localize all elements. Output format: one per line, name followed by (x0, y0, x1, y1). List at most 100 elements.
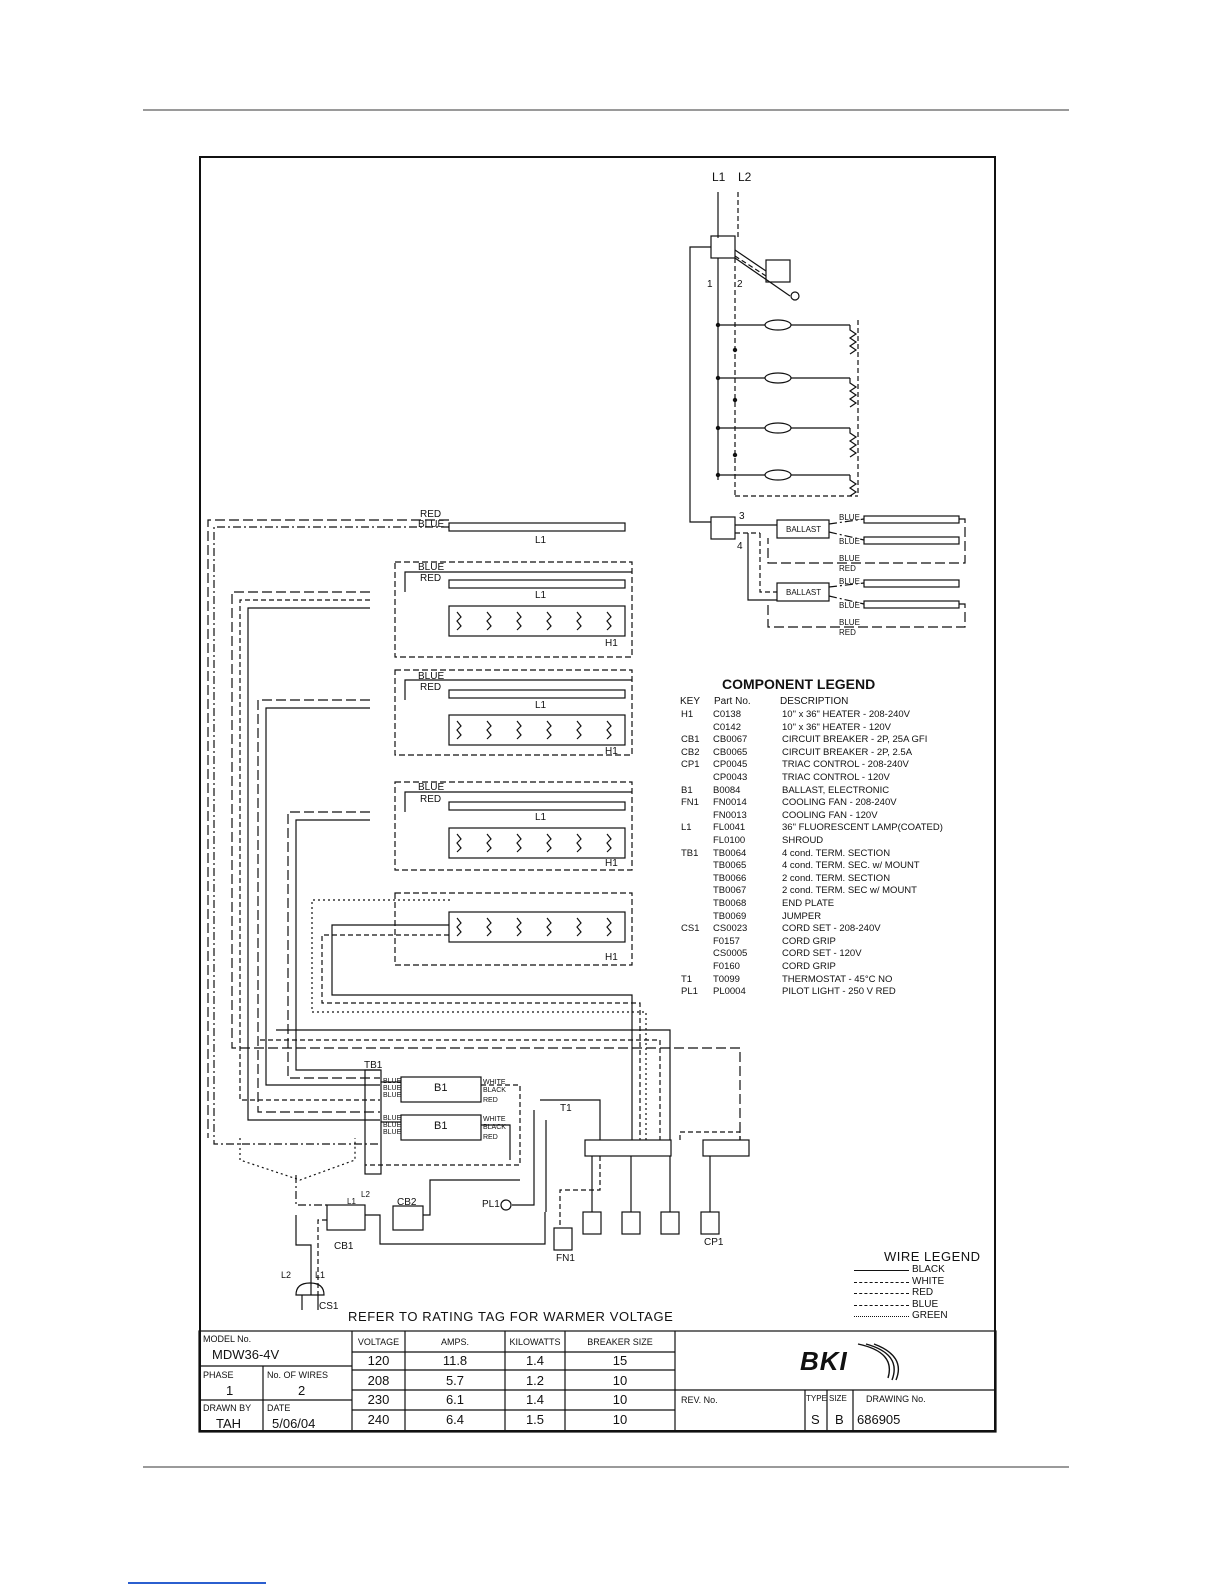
b1-upper-tag-red: RED (483, 1097, 498, 1104)
ballast-upper (776, 519, 830, 539)
lower-switch (710, 516, 736, 540)
shroud-1-wire-blue: BLUE (418, 562, 445, 573)
tb1-label: TB1 (364, 1060, 383, 1071)
wire-style-sample (854, 1293, 909, 1294)
b1-lower-tag-blue-2: BLUE (383, 1122, 402, 1129)
legend-description: TRIAC CONTROL - 208-240V (782, 759, 909, 771)
b1-lower-tag-blue-3: BLUE (383, 1129, 402, 1136)
b1-upper-tag-black: BLACK (483, 1087, 506, 1094)
right-tube-1 (863, 515, 960, 524)
bki-logo: BKI (800, 1346, 848, 1376)
ballast-upper-label: BALLAST (786, 525, 822, 534)
b1-lower-tag-black: BLACK (483, 1124, 506, 1131)
ballast-b1-upper (400, 1076, 482, 1103)
cb2-label: CB2 (397, 1197, 417, 1208)
date-value: 5/06/04 (272, 1416, 316, 1431)
rating-header: BREAKER SIZE (587, 1337, 653, 1347)
legend-description: SHROUD (782, 835, 824, 846)
legend-part: TB0069 (713, 910, 747, 922)
rating-cell: 1.4 (525, 1353, 545, 1368)
model-value: MDW36-4V (212, 1347, 280, 1362)
breaker-cb1 (326, 1204, 366, 1231)
wires-label: No. OF WIRES (267, 1370, 329, 1380)
heater-shroud-3 (394, 781, 633, 871)
legend-part: F0157 (713, 935, 740, 947)
rating-cell: 230 (367, 1392, 390, 1407)
phase-label: PHASE (203, 1370, 234, 1380)
top-lamp-wire-red: RED (420, 509, 442, 520)
upper-switch (710, 235, 736, 259)
legend-description: 4 cond. TERM. SEC. w/ MOUNT (782, 860, 920, 872)
ballast-b1-lower (400, 1114, 482, 1141)
rating-cell: 6.4 (445, 1411, 465, 1427)
legend-part: FL0100 (713, 835, 746, 846)
legend-part: FN0013 (713, 809, 747, 821)
drawing-sheet (199, 156, 996, 1432)
supply-l2-label: L2 (738, 170, 752, 184)
legend-description: 10" x 36" HEATER - 120V (782, 721, 892, 733)
rating-header: VOLTAGE (357, 1337, 400, 1347)
drawn-by-label: DRAWN BY (203, 1403, 252, 1413)
junction-dots (715, 322, 738, 478)
legend-description: 36" FLUORESCENT LAMP(COATED) (782, 822, 943, 834)
shroud-3-heater-label: H1 (605, 858, 618, 869)
top-lamp-label: L1 (535, 535, 547, 546)
legend-part: FL0041 (713, 822, 746, 834)
legend-description: CIRCUIT BREAKER - 2P, 25A GFI (782, 734, 928, 746)
legend-description: COOLING FAN - 120V (782, 809, 878, 821)
legend-part: PL0004 (713, 986, 746, 998)
wire-style-sample (854, 1270, 909, 1271)
shroud-3-wire-blue: BLUE (418, 782, 445, 793)
cs1-label: CS1 (319, 1301, 339, 1312)
legend-key: CP1 (681, 759, 700, 771)
legend-part: T0099 (713, 973, 740, 985)
rating-cell: 1.4 (525, 1392, 545, 1407)
shroud-3-wire-red: RED (420, 794, 442, 805)
shroud-1-heater-label: H1 (605, 638, 618, 649)
top-left-lamp (448, 522, 626, 532)
control-cp1 (700, 1211, 720, 1235)
legend-description: 2 cond. TERM. SECTION (782, 872, 891, 884)
rating-cell: 208 (367, 1372, 390, 1388)
legend-part: CB0065 (713, 746, 748, 758)
wire-style-sample (854, 1316, 909, 1317)
page-link-underline[interactable] (128, 1582, 266, 1584)
legend-part: TB0065 (713, 860, 747, 872)
right-wire-tag-blue-4: BLUE (839, 577, 860, 586)
phase-value: 1 (226, 1383, 234, 1398)
cord-l1-label: L1 (315, 1270, 326, 1280)
legend-key: TB1 (681, 847, 699, 859)
rev-label: REV. No. (681, 1395, 718, 1405)
drawing-no-value: 686905 (857, 1412, 901, 1427)
heater-shroud-4 (394, 892, 633, 966)
breaker-cb2 (392, 1205, 424, 1231)
legend-description: CORD SET - 120V (782, 948, 862, 960)
shroud-1-lamp-label: L1 (535, 590, 547, 601)
wire-style-sample (854, 1281, 909, 1283)
size-label: SIZE (829, 1394, 847, 1403)
node-2-label: 2 (737, 279, 743, 290)
wires-value: 2 (298, 1383, 306, 1398)
b1-upper-tag-white: WHITE (483, 1079, 506, 1086)
b1-lower-label: B1 (434, 1120, 448, 1132)
legend-description: COOLING FAN - 208-240V (782, 797, 897, 809)
ballast-lower-label: BALLAST (786, 588, 822, 597)
node-3-label: 3 (739, 511, 745, 522)
legend-key: FN1 (681, 797, 699, 809)
cord-l2-label: L2 (281, 1270, 292, 1280)
legend-part: CP0045 (713, 759, 748, 771)
rating-cell: 15 (612, 1353, 628, 1368)
control-3 (660, 1211, 680, 1235)
rating-cell: 10 (612, 1392, 628, 1407)
right-wire-tag-blue-3: BLUE (839, 554, 860, 563)
wire-color-name: BLUE (912, 1298, 939, 1310)
legend-header-key: KEY (680, 696, 701, 707)
legend-description: TRIAC CONTROL - 120V (782, 772, 890, 783)
shroud-2-wire-blue: BLUE (418, 671, 445, 682)
legend-description: CIRCUIT BREAKER - 2P, 2.5A (782, 746, 913, 758)
legend-part: CB0067 (713, 734, 748, 746)
date-label: DATE (267, 1403, 291, 1413)
legend-header-part: Part No. (714, 696, 751, 707)
legend-description: 4 cond. TERM. SECTION (782, 847, 891, 859)
right-tube-2 (863, 536, 960, 545)
